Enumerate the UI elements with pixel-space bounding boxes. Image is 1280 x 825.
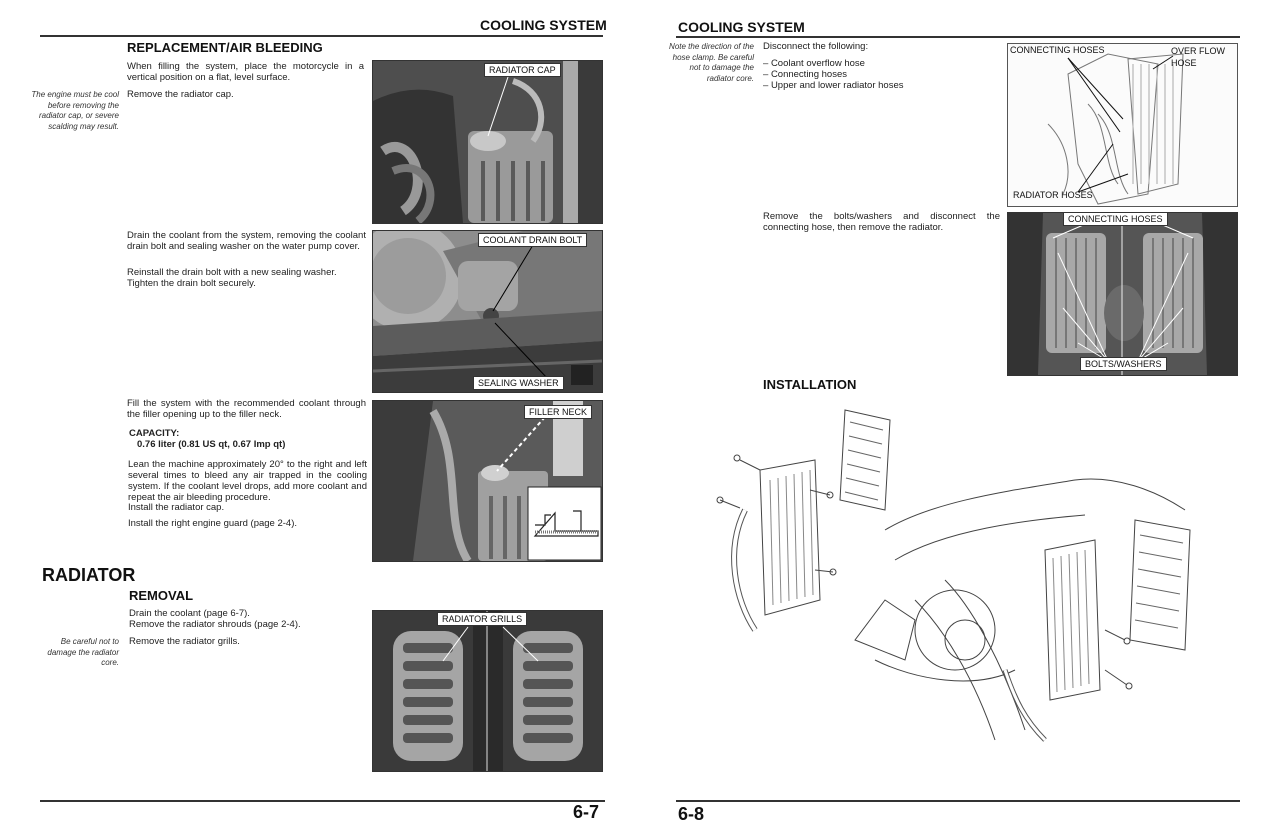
footer-rule-right xyxy=(676,800,1240,802)
label-bolts-washers: BOLTS/WASHERS xyxy=(1080,357,1167,371)
para-install-cap: Install the radiator cap. xyxy=(128,502,225,513)
para-remove-grills: Remove the radiator grills. xyxy=(129,636,240,647)
header-rule xyxy=(40,35,603,37)
para-remove-bolts: Remove the bolts/washers and disconnect … xyxy=(763,211,1000,233)
para-reinstall: Reinstall the drain bolt with a new seal… xyxy=(127,267,337,289)
header-rule-right xyxy=(676,36,1240,38)
radiator-grills-illustration xyxy=(373,611,602,771)
label-connecting-hoses-2: CONNECTING HOSES xyxy=(1063,212,1168,226)
para-filling: When filling the system, place the motor… xyxy=(127,61,364,83)
diagram-connecting-hoses xyxy=(1007,43,1238,207)
para-drain-coolant: Drain the coolant (page 6-7). xyxy=(129,608,250,619)
note-careful-core: Be careful not to damage the radiator co… xyxy=(47,637,119,667)
capacity-label: CAPACITY: xyxy=(129,428,180,439)
list-item: Coolant overflow hose xyxy=(763,58,903,69)
note-engine-cool: The engine must be cool before removing … xyxy=(31,90,119,131)
hose-list: Coolant overflow hose Connecting hoses U… xyxy=(763,58,904,91)
photo-bolts-washers xyxy=(1007,212,1238,376)
right-page-header: COOLING SYSTEM xyxy=(678,19,805,35)
photo-radiator-cap xyxy=(372,60,603,224)
para-install-guard: Install the right engine guard (page 2-4… xyxy=(128,518,297,529)
photo-drain-bolt xyxy=(372,230,603,393)
para-drain: Drain the coolant from the system, remov… xyxy=(127,230,366,252)
section-title-radiator: RADIATOR xyxy=(42,565,136,585)
radiator-hoses-illustration xyxy=(1008,44,1237,206)
label-coolant-drain-bolt: COOLANT DRAIN BOLT xyxy=(478,233,588,247)
bolts-washers-illustration xyxy=(1008,213,1237,375)
para-fill: Fill the system with the recommended coo… xyxy=(127,398,366,420)
list-item: Connecting hoses xyxy=(763,69,903,80)
left-page-header: COOLING SYSTEM xyxy=(480,17,607,33)
footer-rule-left xyxy=(40,800,605,802)
page-number-right: 6-8 xyxy=(678,804,705,824)
note-hose-clamp: Note the direction of the hose clamp. Be… xyxy=(669,42,754,83)
installation-exploded-illustration xyxy=(716,409,1191,742)
para-remove-shrouds: Remove the radiator shrouds (page 2-4). xyxy=(129,619,301,630)
drain-bolt-illustration xyxy=(373,231,602,392)
label-overflow-hose-line2: HOSE xyxy=(1171,58,1197,68)
photo-radiator-grills xyxy=(372,610,603,772)
label-overflow-hose-line1: OVER FLOW xyxy=(1171,46,1226,56)
page-number-left: 6-7 xyxy=(573,802,600,822)
radiator-cap-illustration xyxy=(373,61,602,223)
photo-filler-neck xyxy=(372,400,603,562)
label-radiator-cap: RADIATOR CAP xyxy=(484,63,561,77)
section-title-replacement: REPLACEMENT/AIR BLEEDING xyxy=(127,40,323,55)
para-lean: Lean the machine approximately 20° to th… xyxy=(128,459,367,503)
list-item: Upper and lower radiator hoses xyxy=(763,80,904,91)
label-radiator-hoses: RADIATOR HOSES xyxy=(1013,190,1093,200)
para-disconnect: Disconnect the following: xyxy=(763,41,869,52)
diagram-installation xyxy=(715,400,1210,750)
label-filler-neck: FILLER NECK xyxy=(524,405,593,419)
filler-neck-illustration xyxy=(373,401,602,561)
label-sealing-washer: SEALING WASHER xyxy=(473,376,564,390)
capacity-value: 0.76 liter (0.81 US qt, 0.67 Imp qt) xyxy=(137,439,286,450)
para-remove-cap: Remove the radiator cap. xyxy=(127,89,234,100)
section-title-installation: INSTALLATION xyxy=(763,377,857,392)
label-connecting-hoses: CONNECTING HOSES xyxy=(1010,45,1105,55)
label-radiator-grills: RADIATOR GRILLS xyxy=(437,612,528,626)
section-subtitle-removal: REMOVAL xyxy=(129,588,194,603)
